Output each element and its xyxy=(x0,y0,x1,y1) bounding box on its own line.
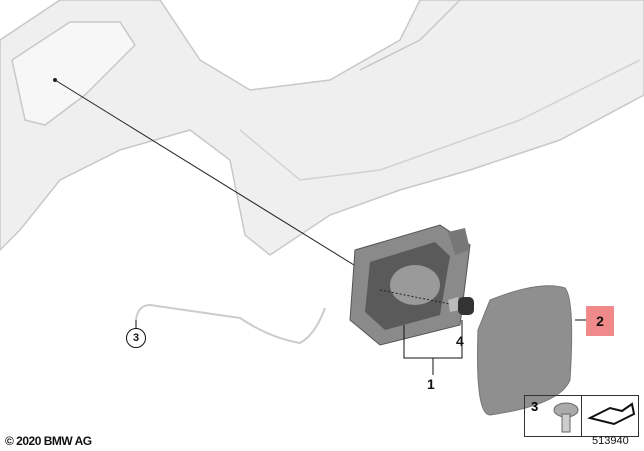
push-rivet-clip-icon xyxy=(553,402,579,433)
legend-arrow-cell xyxy=(581,396,638,436)
fuel-flap-part xyxy=(477,285,573,416)
callout-1[interactable]: 1 xyxy=(427,376,435,392)
direction-arrow-icon xyxy=(587,402,636,426)
image-number: 513940 xyxy=(592,435,629,447)
legend-clip-cell: 3 xyxy=(525,396,581,436)
copyright: © 2020 BMW AG xyxy=(5,434,92,448)
cable-part xyxy=(135,303,326,345)
legend-item-label[interactable]: 3 xyxy=(531,399,539,414)
callout-3[interactable]: 3 xyxy=(126,328,146,348)
fuel-filler-housing xyxy=(349,224,471,346)
actuator-part xyxy=(448,297,474,315)
leader-line xyxy=(54,79,376,279)
callout-2-highlighted[interactable]: 2 xyxy=(586,306,614,336)
callout-4[interactable]: 4 xyxy=(456,333,464,349)
body-side-panel xyxy=(0,0,644,256)
legend-box: 3 xyxy=(524,395,639,437)
